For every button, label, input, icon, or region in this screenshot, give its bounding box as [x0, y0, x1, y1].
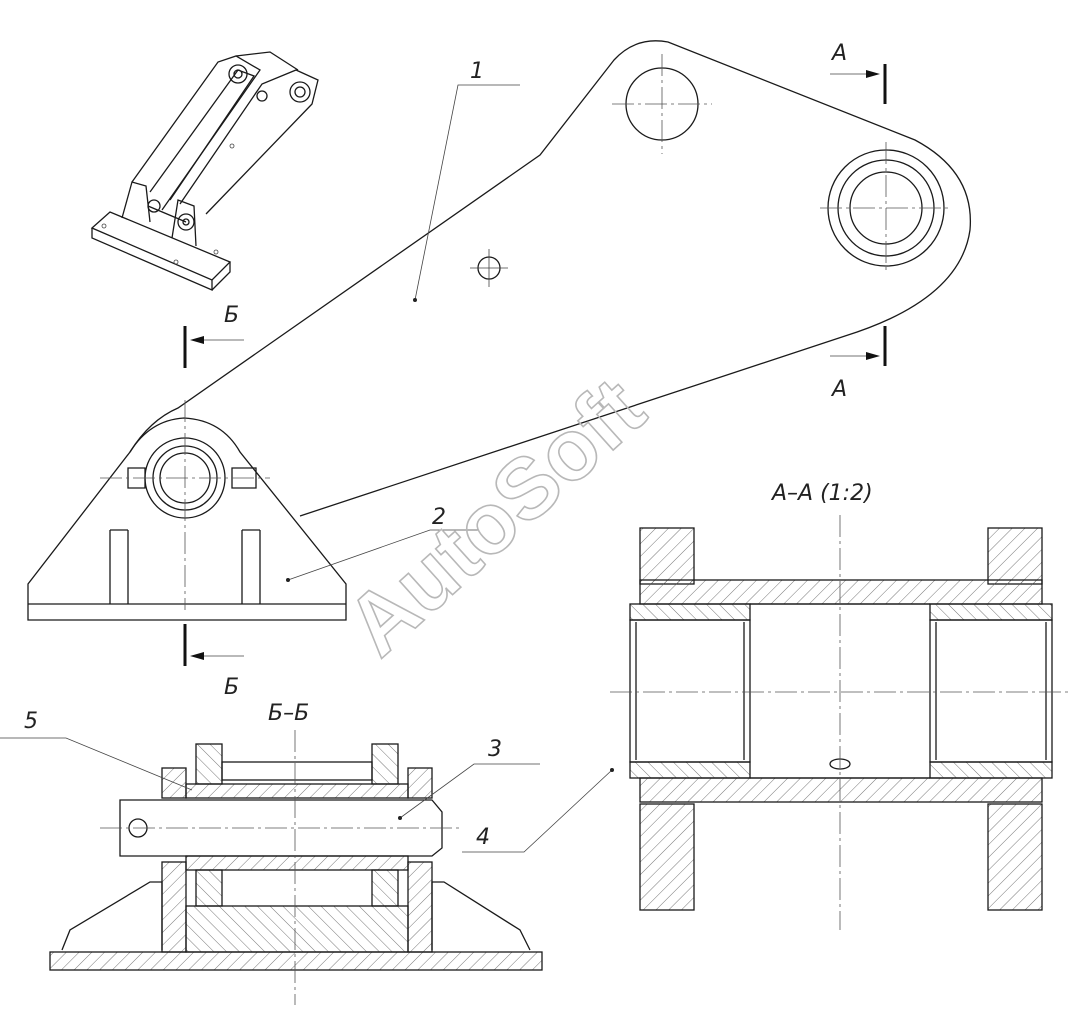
lever-main-view — [129, 40, 972, 517]
cutting-plane-a: A A — [830, 41, 887, 402]
cut-a-top-label: A — [830, 41, 847, 66]
cutting-plane-b: Б Б — [183, 303, 244, 700]
section-b-title: Б–Б — [268, 701, 309, 726]
section-a-view: A–A (1:2) 4 — [462, 481, 1070, 930]
position-1-label: 1 — [470, 59, 484, 84]
position-2-label: 2 — [432, 505, 446, 530]
section-b-view: Б–Б 5 3 — [0, 701, 543, 1005]
bracket-main-view — [27, 400, 347, 621]
cut-b-top-label: Б — [224, 303, 239, 328]
watermark: AutoSoft — [328, 360, 662, 674]
cut-b-bottom-label: Б — [224, 675, 239, 700]
section-a-title: A–A (1:2) — [770, 481, 873, 506]
position-3-label: 3 — [488, 737, 502, 762]
leaders: 1 2 — [286, 59, 520, 582]
isometric-view — [90, 51, 319, 291]
position-5-label: 5 — [24, 709, 38, 734]
position-4-label: 4 — [476, 825, 490, 850]
cut-a-bottom-label: A — [830, 377, 847, 402]
